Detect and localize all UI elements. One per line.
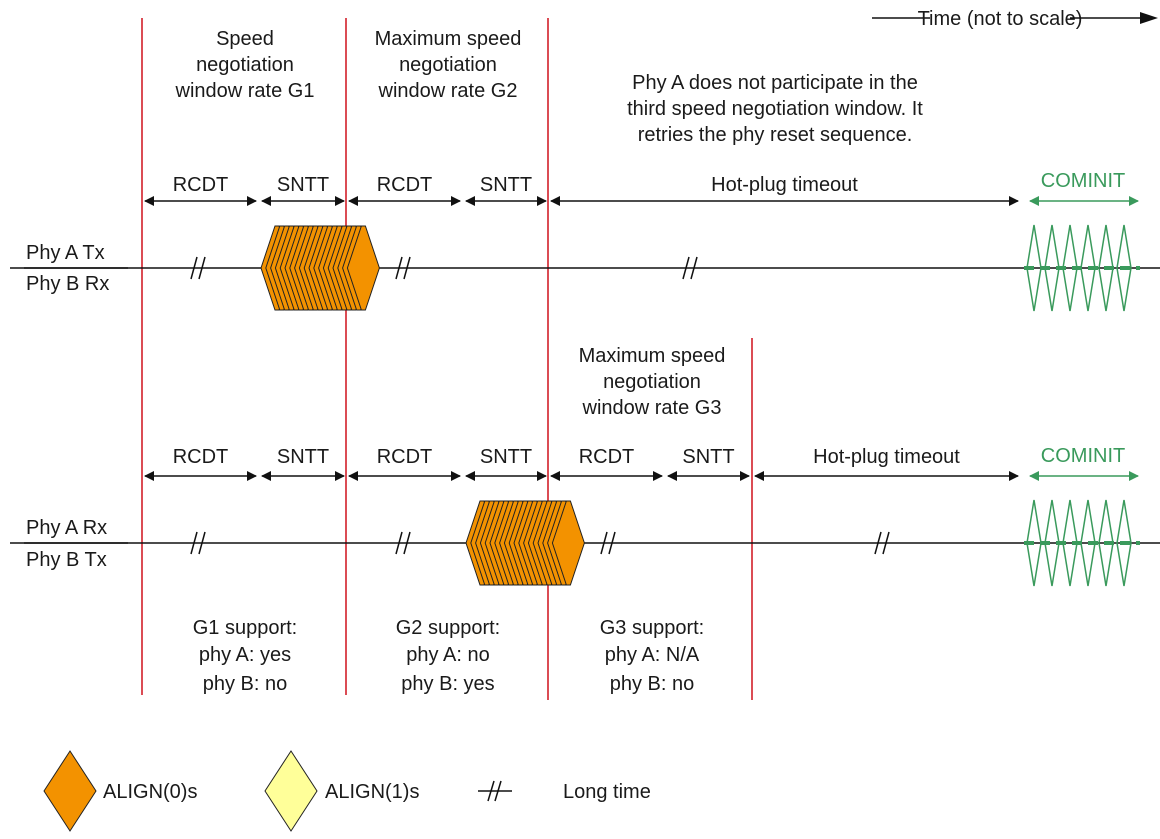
cominit-burst-shape [1116, 224, 1132, 312]
sntt-label: SNTT [480, 174, 532, 196]
long-time-break-mark [600, 531, 608, 555]
align1-legend-symbol [264, 750, 318, 832]
g2-title-line-2: negotiation [399, 54, 497, 76]
long-time-break-mark [882, 531, 890, 555]
g3-support-phy-a: phy A: N/A [605, 644, 700, 666]
top-cominit-burst: COMINIT [1024, 170, 1140, 312]
g2-support: G2 support: phy A: no phy B: yes [396, 617, 501, 695]
g3-window-title: Maximum speed negotiation window rate G3 [579, 345, 726, 419]
top-signal-row: Phy A Tx Phy B Rx RCDT SNTT RCDT SNTT Hot-pl… [10, 170, 1160, 312]
rcdt-label: RCDT [579, 446, 635, 468]
hot-plug-timeout-label: Hot-plug timeout [813, 446, 960, 468]
time-axis: Time (not to scale) [872, 8, 1158, 30]
g3-title-line-1: Maximum speed [579, 345, 726, 367]
g3-title-line-3: window rate G3 [582, 397, 722, 419]
long-time-break-mark [395, 531, 403, 555]
g2-window-title: Maximum speed negotiation window rate G2 [375, 28, 522, 102]
bottom-align0-burst [465, 500, 585, 586]
g1-support: G1 support: phy A: yes phy B: no [193, 617, 298, 695]
g1-title-line-1: Speed [216, 28, 274, 50]
g2-title-line-1: Maximum speed [375, 28, 522, 50]
sntt-label: SNTT [682, 446, 734, 468]
long-time-break-mark [874, 531, 882, 555]
align0-legend-symbol [43, 750, 97, 832]
hot-plug-timeout-label: Hot-plug timeout [711, 174, 858, 196]
time-axis-label: Time (not to scale) [918, 8, 1083, 30]
long-time-break-mark [198, 256, 206, 280]
long-time-break-mark [198, 531, 206, 555]
g2-support-title: G2 support: [396, 617, 501, 639]
align0-primitive [346, 225, 380, 311]
g2-support-phy-a: phy A: no [406, 644, 489, 666]
long-time-break-mark [190, 531, 198, 555]
window-note: Phy A does not participate in the third … [627, 72, 923, 146]
bottom-cominit-burst: COMINIT [1024, 445, 1140, 587]
g2-support-phy-b: phy B: yes [401, 673, 494, 695]
g1-title-line-2: negotiation [196, 54, 294, 76]
window-boundaries [141, 18, 753, 700]
note-line-1: Phy A does not participate in the [632, 72, 918, 94]
g1-support-phy-a: phy A: yes [199, 644, 291, 666]
long-time-legend-label: Long time [563, 781, 651, 803]
rcdt-label: RCDT [173, 174, 229, 196]
sntt-label: SNTT [480, 446, 532, 468]
rcdt-label: RCDT [377, 446, 433, 468]
g1-title-line-3: window rate G1 [175, 80, 315, 102]
align0-legend-label: ALIGN(0)s [103, 781, 197, 803]
note-line-3: retries the phy reset sequence. [638, 124, 913, 146]
note-line-2: third speed negotiation window. It [627, 98, 923, 120]
g3-title-line-2: negotiation [603, 371, 701, 393]
long-time-break-mark [608, 531, 616, 555]
long-time-legend-symbol [478, 780, 512, 802]
g3-support-phy-b: phy B: no [610, 673, 695, 695]
cominit-label: COMINIT [1041, 445, 1125, 467]
long-time-break-mark [690, 256, 698, 280]
legend: ALIGN(0)s ALIGN(1)s Long time [43, 750, 651, 832]
align1-legend-label: ALIGN(1)s [325, 781, 419, 803]
top-align0-burst [260, 225, 380, 311]
long-time-break-mark [403, 256, 411, 280]
phy-b-rx-label: Phy B Rx [26, 273, 109, 295]
long-time-breaks [190, 256, 890, 555]
g1-support-title: G1 support: [193, 617, 298, 639]
rcdt-label: RCDT [173, 446, 229, 468]
sntt-label: SNTT [277, 446, 329, 468]
bottom-signal-row: Phy A Rx Phy B Tx RCDT SNTT RCDT SNTT RCDT SN… [10, 445, 1160, 587]
cominit-burst-shape [1116, 499, 1132, 587]
g3-support: G3 support: phy A: N/A phy B: no [600, 617, 705, 695]
rcdt-label: RCDT [377, 174, 433, 196]
g2-title-line-3: window rate G2 [378, 80, 518, 102]
phy-b-tx-label: Phy B Tx [26, 549, 107, 571]
long-time-break-mark [682, 256, 690, 280]
cominit-label: COMINIT [1041, 170, 1125, 192]
g1-support-phy-b: phy B: no [203, 673, 288, 695]
phy-a-tx-label: Phy A Tx [26, 242, 105, 264]
phy-a-rx-label: Phy A Rx [26, 517, 107, 539]
long-time-break-mark [403, 531, 411, 555]
sntt-label: SNTT [277, 174, 329, 196]
g3-support-title: G3 support: [600, 617, 705, 639]
long-time-break-mark [190, 256, 198, 280]
g1-window-title: Speed negotiation window rate G1 [175, 28, 315, 102]
align0-primitive [551, 500, 585, 586]
long-time-break-mark [395, 256, 403, 280]
